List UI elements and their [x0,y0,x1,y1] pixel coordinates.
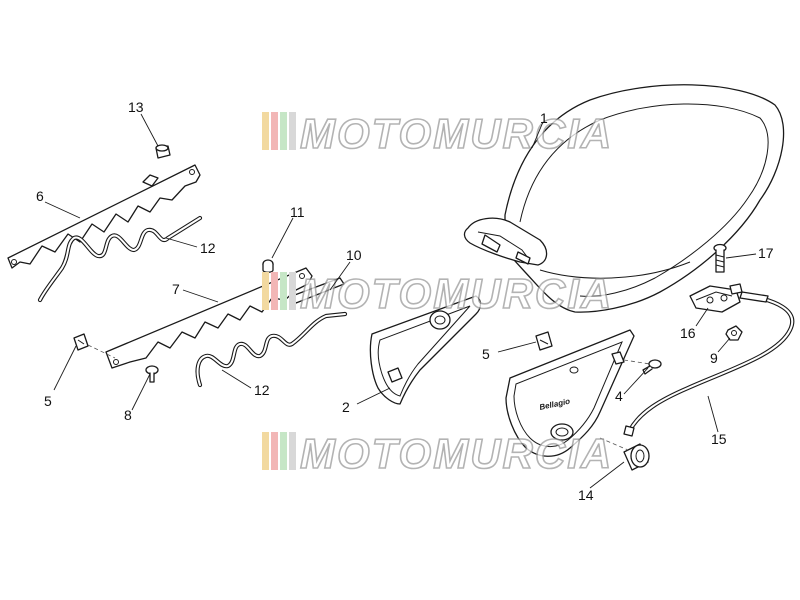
watermark-stripe [280,272,287,310]
callout-4: 4 [615,388,623,404]
callout-9: 9 [710,350,718,366]
left-side-panel [369,295,482,405]
watermark-stripe [262,112,269,150]
release-cable [623,291,795,437]
watermark-text: MOTOMURCIA [300,430,613,477]
clip-nut-right [535,331,553,351]
seat-latch [689,283,743,313]
callout-17: 17 [758,245,774,261]
watermark-bottom: MOTOMURCIA [262,429,613,478]
leader-lines [44,113,757,489]
screw-8 [145,365,159,383]
watermark-stripe [262,432,269,470]
watermark-top: MOTOMURCIA [262,109,613,158]
callout-15: 15 [711,431,727,447]
watermark-stripe [289,432,296,470]
watermark-stripe [271,272,278,310]
callout-5: 5 [482,346,490,362]
watermark-stripe [271,432,278,470]
upper-wire-clip [37,215,203,303]
lower-bracket-plate [105,267,313,369]
callout-6: 6 [36,188,44,204]
callout-13: 13 [128,99,144,115]
callout-1: 1 [540,110,548,126]
watermark-text: MOTOMURCIA [300,270,613,317]
callout-11: 11 [290,204,305,220]
right-side-panel: Bellagio [505,329,635,457]
watermark-stripe [289,112,296,150]
callout-16: 16 [680,325,696,341]
watermark-stripe [280,112,287,150]
lower-wire-clip [195,311,348,388]
watermark-middle: MOTOMURCIA [262,269,613,318]
bolt-17 [713,243,727,273]
callout-7: 7 [172,281,180,297]
nut-9 [725,325,743,341]
screw-4 [611,351,662,375]
callout-8: 8 [124,407,132,423]
watermark-stripe [280,432,287,470]
callout-12: 12 [200,240,216,256]
callout-5: 5 [44,393,52,409]
upper-bracket-plate [7,164,201,269]
watermark-stripe [289,272,296,310]
callout-12: 12 [254,382,270,398]
clip-nut-left [73,333,116,359]
grommet-13 [155,144,171,159]
callout-10: 10 [346,247,362,263]
spacer-11 [262,259,274,273]
watermark-stripe [262,272,269,310]
callout-numbers: 1 13 6 12 11 10 7 12 5 8 2 5 4 17 16 9 1… [36,99,774,503]
watermark-stripe [271,112,278,150]
lock-cylinder [599,437,650,471]
watermark-text: MOTOMURCIA [300,110,613,157]
seat [463,84,785,313]
callout-2: 2 [342,399,350,415]
callout-14: 14 [578,487,594,503]
